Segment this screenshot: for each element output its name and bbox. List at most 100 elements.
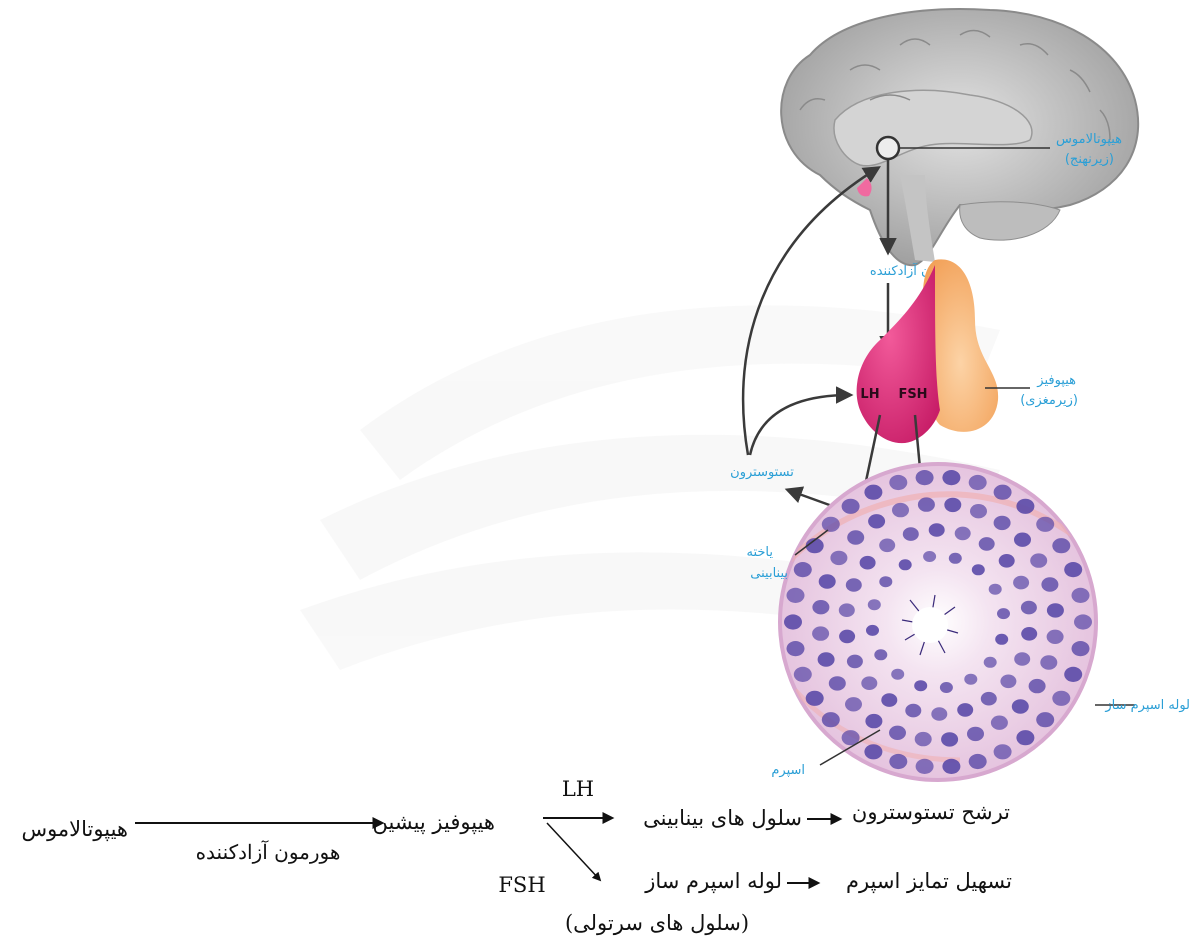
cell-nucleus: [860, 556, 876, 570]
cell-nucleus: [829, 676, 846, 690]
flow-seminiferous-tubule: لوله اسپرم ساز: [644, 869, 782, 894]
cell-nucleus: [879, 539, 895, 553]
cell-nucleus: [1029, 679, 1046, 693]
cell-nucleus: [942, 759, 960, 774]
flow-lh-label: LH: [562, 777, 594, 801]
cell-nucleus: [1013, 576, 1029, 590]
cell-nucleus: [881, 693, 897, 707]
cell-nucleus: [994, 485, 1012, 500]
cell-nucleus: [969, 475, 987, 490]
cell-nucleus: [868, 514, 885, 528]
cell-nucleus: [864, 485, 882, 500]
flow-fsh-arrow: [547, 823, 600, 880]
cell-nucleus: [949, 553, 962, 564]
cell-nucleus: [847, 530, 864, 544]
cell-nucleus: [1012, 699, 1029, 713]
cell-nucleus: [994, 744, 1012, 759]
cell-nucleus: [1052, 538, 1070, 553]
cell-nucleus: [794, 562, 812, 577]
cell-nucleus: [812, 600, 829, 614]
cell-nucleus: [984, 657, 997, 668]
cell-nucleus: [868, 599, 881, 610]
cell-nucleus: [964, 674, 977, 685]
cell-nucleus: [970, 504, 987, 518]
cell-nucleus: [1000, 675, 1016, 689]
cell-nucleus: [899, 559, 912, 570]
cell-nucleus: [972, 564, 985, 575]
cell-nucleus: [787, 641, 805, 656]
cell-nucleus: [918, 497, 935, 511]
cell-nucleus: [929, 523, 945, 537]
flow-releasing-hormone: هورمون آزادکننده: [196, 840, 341, 864]
cell-nucleus: [889, 475, 907, 490]
cell-nucleus: [1064, 667, 1082, 682]
cell-nucleus: [940, 682, 953, 693]
cell-nucleus: [892, 503, 909, 517]
hypothalamus-label: هیپوتالاموس: [1056, 132, 1122, 147]
hypothalamus-alt-label: (زیرنهنج): [1065, 152, 1114, 167]
cell-nucleus: [1014, 533, 1031, 547]
cell-nucleus: [1047, 630, 1064, 644]
flow-fsh-label: FSH: [498, 873, 545, 897]
flow-interstitial-cells: سلول های بینابینی: [643, 806, 802, 831]
flow-sperm-differentiation: تسهیل تمایز اسپرم: [846, 869, 1012, 894]
cell-nucleus: [944, 498, 961, 512]
cell-nucleus: [903, 527, 919, 541]
cell-nucleus: [818, 652, 835, 666]
cell-nucleus: [905, 704, 921, 718]
cell-nucleus: [830, 551, 847, 565]
testosterone-label: تستوسترون: [730, 465, 794, 480]
cell-nucleus: [969, 754, 987, 769]
cell-nucleus: [889, 726, 906, 740]
cell-nucleus: [1030, 553, 1047, 567]
cell-nucleus: [891, 669, 904, 680]
cell-nucleus: [957, 703, 973, 717]
sperm-label: اسپرم: [771, 763, 805, 778]
cell-nucleus: [845, 697, 862, 711]
cell-nucleus: [839, 603, 855, 617]
cell-nucleus: [967, 727, 984, 741]
cell-nucleus: [1014, 652, 1030, 666]
cell-nucleus: [806, 691, 824, 706]
cell-nucleus: [916, 470, 934, 485]
cell-nucleus: [1016, 730, 1034, 745]
cell-nucleus: [794, 667, 812, 682]
cell-nucleus: [989, 584, 1002, 595]
cell-nucleus: [864, 744, 882, 759]
pituitary-alt-label: (زیرمغزی): [1020, 393, 1078, 408]
cell-nucleus: [941, 732, 958, 746]
cell-nucleus: [879, 576, 892, 587]
cell-nucleus: [861, 676, 877, 690]
flow-anterior-pituitary: هیپوفیز پیشین: [373, 810, 495, 835]
interstitial-cell-label-line2: بینابینی: [750, 566, 788, 581]
cell-nucleus: [819, 574, 836, 588]
cell-nucleus: [874, 649, 887, 660]
cell-nucleus: [916, 759, 934, 774]
flow-sertoli-cells: (سلول های سرتولی): [565, 911, 749, 936]
cell-nucleus: [955, 527, 971, 541]
cell-nucleus: [1016, 499, 1034, 514]
cell-nucleus: [889, 754, 907, 769]
cell-nucleus: [999, 554, 1015, 568]
cell-nucleus: [981, 692, 997, 706]
flow-summary: هیپوتالاموس هورمون آزادکننده هیپوفیز پیش…: [21, 777, 1012, 936]
cell-nucleus: [914, 680, 927, 691]
cell-nucleus: [1072, 588, 1090, 603]
cell-nucleus: [847, 655, 863, 669]
cell-nucleus: [865, 714, 882, 728]
cell-nucleus: [942, 470, 960, 485]
pituitary-fsh-label: FSH: [898, 387, 927, 402]
cell-nucleus: [866, 625, 879, 636]
cell-nucleus: [1040, 655, 1057, 669]
cell-nucleus: [1074, 614, 1092, 629]
cell-nucleus: [1072, 641, 1090, 656]
cell-nucleus: [787, 588, 805, 603]
cell-nucleus: [1036, 517, 1054, 532]
cell-nucleus: [784, 614, 802, 629]
cell-nucleus: [995, 634, 1008, 645]
seminiferous-tubule: [780, 464, 1096, 780]
cell-nucleus: [822, 517, 840, 532]
cell-nucleus: [822, 712, 840, 727]
pituitary-lh-label: LH: [860, 387, 879, 402]
cell-nucleus: [1052, 691, 1070, 706]
